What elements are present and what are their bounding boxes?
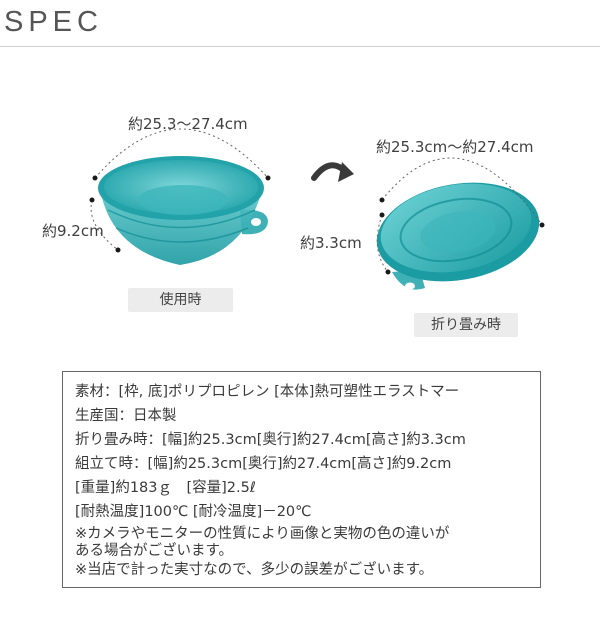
dimension-guides-in-use <box>89 128 271 253</box>
spec-color-note: ※カメラやモニターの性質により画像と実物の色の違いが ある場合がございます。 <box>75 526 450 559</box>
folded-badge: 折り畳み時 <box>414 313 518 337</box>
bowl-folded-image <box>376 182 540 290</box>
spec-temperature: [耐熱温度]100℃ [耐冷温度]－20℃ <box>75 504 312 520</box>
bowl-in-use-image <box>98 156 268 265</box>
bowl-illustration-svg <box>89 128 545 290</box>
spec-weight-capacity: [重量]約183ｇ [容量]2.5ℓ <box>75 480 256 496</box>
in-use-height-label: 約9.2cm <box>42 222 104 240</box>
section-title: SPEC <box>4 6 103 38</box>
spec-folded-size: 折り畳み時：[幅]約25.3cm[奥行]約27.4cm[高さ]約3.3cm <box>75 432 466 448</box>
spec-box: 素材：[枠, 底]ポリプロピレン [本体]熱可塑性エラストマー 生産国：日本製 … <box>62 371 541 588</box>
folded-height-label: 約3.3cm <box>300 234 362 252</box>
header-divider <box>0 46 600 47</box>
in-use-badge: 使用時 <box>128 288 233 312</box>
spec-origin: 生産国：日本製 <box>75 408 177 424</box>
spec-assembled-size: 組立て時：[幅]約25.3cm[奥行]約27.4cm[高さ]約9.2cm <box>75 456 452 472</box>
dimension-guides-folded <box>376 157 545 275</box>
product-illustration: 約25.3〜27.4cm 約9.2cm 使用時 約25.3cm〜約27.4cm … <box>0 60 600 360</box>
folded-width-label: 約25.3cm〜約27.4cm <box>376 138 534 156</box>
section-header: SPEC <box>0 0 600 50</box>
spec-measurement-note: ※当店で計った実寸なので、多少の誤差がございます。 <box>75 562 434 578</box>
spec-material: 素材：[枠, 底]ポリプロピレン [本体]熱可塑性エラストマー <box>75 384 460 400</box>
in-use-width-label: 約25.3〜27.4cm <box>128 115 248 133</box>
fold-arrow-icon <box>311 162 354 182</box>
